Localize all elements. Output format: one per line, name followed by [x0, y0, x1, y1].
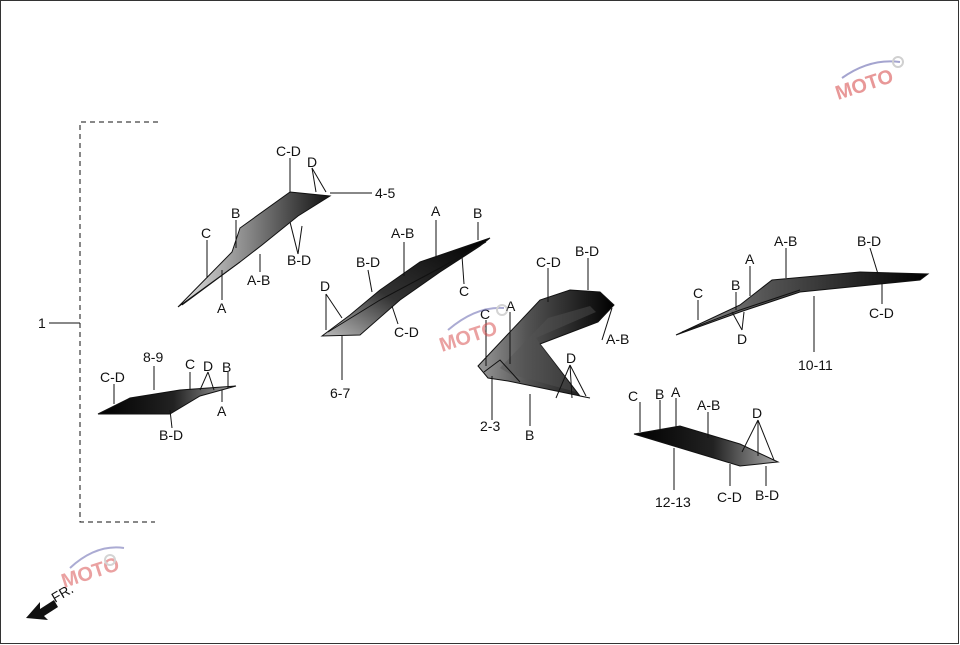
- label-c: C: [480, 306, 490, 322]
- label-b: B: [222, 359, 231, 375]
- part-8-9: [97, 385, 237, 415]
- part-12-13-leaders: [639, 398, 775, 490]
- label-bd: B-D: [575, 243, 599, 259]
- label-d: D: [752, 405, 762, 421]
- part-8-9-leaders: [113, 366, 229, 429]
- label-cd: C-D: [394, 324, 419, 340]
- label-a: A: [506, 298, 516, 314]
- part-6-7-leaders: [325, 220, 479, 380]
- part-2-3-shape: [477, 289, 615, 399]
- part-6-7: [320, 237, 491, 337]
- label-a: A: [431, 203, 441, 219]
- label-d: D: [320, 278, 330, 294]
- part-4-5: [177, 191, 332, 308]
- part-2-3-leaders: [485, 258, 613, 426]
- front-arrow-icon: [26, 600, 58, 620]
- label-bd: B-D: [356, 254, 380, 270]
- part-12-13: [633, 425, 780, 467]
- label-ab: A-B: [697, 397, 720, 413]
- callout-main: 1: [38, 315, 46, 331]
- label-bd: B-D: [755, 487, 779, 503]
- label-c: C: [628, 388, 638, 404]
- label-bd: B-D: [159, 427, 183, 443]
- label-b: B: [473, 205, 482, 221]
- callout-6-7: 6-7: [330, 385, 350, 401]
- label-c: C: [201, 225, 211, 241]
- part-4-5-shape: [177, 191, 332, 308]
- label-ab: A-B: [606, 331, 629, 347]
- watermark-text: MOTO: [833, 65, 897, 104]
- label-ab: A-B: [774, 233, 797, 249]
- part-12-13-shape: [633, 425, 780, 467]
- label-d: D: [737, 331, 747, 347]
- label-ab: A-B: [391, 225, 414, 241]
- watermark-text: MOTO: [437, 317, 501, 356]
- label-c: C: [459, 283, 469, 299]
- label-b: B: [655, 386, 664, 402]
- label-a: A: [745, 251, 755, 267]
- label-b: B: [731, 277, 740, 293]
- label-a: A: [671, 384, 681, 400]
- label-b: B: [525, 427, 534, 443]
- part-10-11: [675, 271, 930, 336]
- watermark-logo: MOTO: [833, 56, 904, 105]
- label-cd: C-D: [276, 143, 301, 159]
- label-d: D: [307, 154, 317, 170]
- assembly-bracket: [49, 121, 158, 523]
- label-ab: A-B: [247, 272, 270, 288]
- label-bd: B-D: [857, 233, 881, 249]
- callout-labels: 1 C-D D 4-5 B C A-B B-D A A B A-B B-D D …: [38, 143, 894, 510]
- label-a: A: [217, 300, 227, 316]
- callout-2-3: 2-3: [480, 418, 500, 434]
- callout-4-5: 4-5: [375, 185, 395, 201]
- callout-10-11: 10-11: [798, 357, 833, 373]
- label-cd: C-D: [869, 305, 894, 321]
- label-cd: C-D: [536, 254, 561, 270]
- part-10-11-leaders: [697, 247, 883, 352]
- label-c: C: [185, 356, 195, 372]
- label-cd: C-D: [717, 489, 742, 505]
- label-cd: C-D: [100, 369, 125, 385]
- label-d: D: [203, 358, 213, 374]
- label-a: A: [217, 403, 227, 419]
- watermark-logo: MOTO: [59, 546, 125, 593]
- part-8-9-shape: [97, 385, 237, 415]
- part-10-11-shape: [675, 271, 930, 336]
- callout-12-13: 12-13: [655, 494, 691, 510]
- label-d: D: [566, 350, 576, 366]
- part-4-5-leaders: [206, 158, 372, 300]
- part-2-3: [477, 289, 615, 399]
- label-c: C: [693, 285, 703, 301]
- label-b: B: [231, 205, 240, 221]
- label-bd: B-D: [287, 252, 311, 268]
- watermark-text: MOTO: [59, 553, 123, 592]
- callout-8-9: 8-9: [143, 349, 163, 365]
